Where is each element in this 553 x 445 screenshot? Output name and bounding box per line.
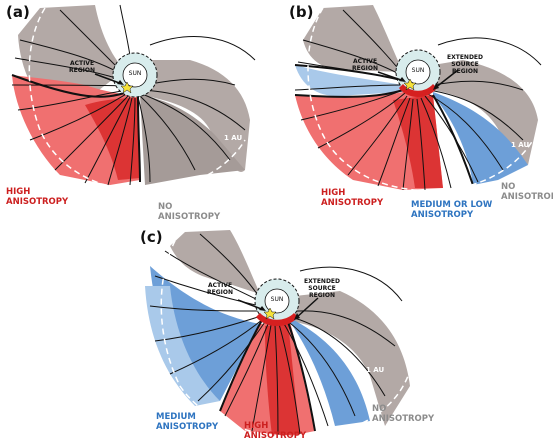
sector-boundary bbox=[219, 319, 263, 412]
outer-arc bbox=[149, 36, 256, 61]
medium-anisotropy-region bbox=[150, 266, 260, 401]
au-label: 1 AU bbox=[511, 141, 530, 149]
extended-source-region bbox=[399, 84, 437, 97]
extended-source-arrow bbox=[434, 69, 459, 89]
high-anisotropy-core bbox=[85, 98, 140, 180]
sector-boundary bbox=[11, 74, 128, 98]
sector-boundary bbox=[294, 64, 402, 81]
extended-source-region bbox=[256, 313, 298, 326]
no-anisotropy-region bbox=[303, 5, 403, 72]
no-anisotropy-region bbox=[170, 230, 260, 294]
active-region-arrow bbox=[94, 73, 123, 85]
panel-label: (c) bbox=[140, 228, 163, 246]
panel-b-diagram bbox=[294, 5, 542, 192]
one-au-arc bbox=[160, 231, 409, 437]
one-au-arc bbox=[28, 7, 246, 192]
no-anisotropy-region-right bbox=[290, 291, 410, 426]
sun-label: SUN bbox=[411, 67, 425, 74]
sector-boundary bbox=[137, 95, 141, 183]
outer-arc bbox=[299, 266, 403, 302]
active-region-star bbox=[263, 307, 277, 320]
sun-label: SUN bbox=[128, 70, 142, 77]
panel-a-diagram bbox=[11, 4, 256, 192]
sector-boundary bbox=[287, 321, 316, 432]
medium-anisotropy-region-right bbox=[290, 318, 370, 426]
outer-arc bbox=[437, 37, 542, 66]
sun-disk bbox=[122, 62, 148, 88]
one-au-arc bbox=[307, 7, 534, 192]
active-region-arrow bbox=[237, 299, 265, 311]
no-anisotropy-region-lower bbox=[140, 95, 245, 185]
field-lines bbox=[149, 233, 396, 437]
active-region-arrow bbox=[377, 71, 405, 82]
medium-anisotropy-region-light bbox=[145, 286, 220, 406]
au-label: 1 AU bbox=[224, 134, 243, 142]
sun-disk bbox=[405, 59, 431, 85]
panel-label: (b) bbox=[289, 3, 314, 21]
high-anisotropy-core bbox=[265, 324, 300, 436]
panel-label: (a) bbox=[6, 3, 30, 21]
sun-label: SUN bbox=[270, 296, 284, 303]
sun-disk bbox=[264, 288, 290, 314]
extended-source-arrow bbox=[295, 297, 319, 319]
active-region-star bbox=[403, 78, 417, 91]
sector-boundary bbox=[432, 94, 474, 186]
active-region-star bbox=[120, 81, 134, 94]
high-anisotropy-core bbox=[393, 95, 443, 188]
au-label: 1 AU bbox=[366, 366, 385, 374]
panel-c-diagram bbox=[145, 230, 410, 437]
